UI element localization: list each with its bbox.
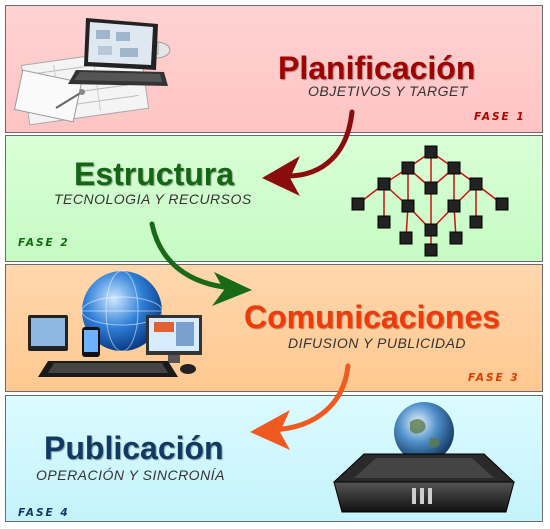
- laptop-blueprints-icon: [13, 18, 171, 126]
- phase-subtitle: TECNOLOGIA Y RECURSOS: [54, 191, 252, 207]
- phase-panel-4: Publicación OPERACIÓN Y SINCRONÍA FASE 4: [5, 395, 543, 522]
- phase-label: FASE 1: [474, 111, 526, 123]
- phase-panel-3: Comunicaciones DIFUSION Y PUBLICIDAD FAS…: [5, 264, 543, 392]
- phase-title: Comunicaciones: [244, 299, 501, 335]
- phase-title: Estructura: [74, 156, 235, 192]
- network-cubes-icon: [351, 145, 509, 257]
- phase-label: FASE 3: [468, 372, 520, 384]
- phase-subtitle: OPERACIÓN Y SINCRONÍA: [36, 467, 225, 483]
- phase-subtitle: DIFUSION Y PUBLICIDAD: [288, 335, 467, 351]
- phase-title: Publicación: [44, 430, 224, 466]
- phase-subtitle: OBJETIVOS Y TARGET: [308, 83, 468, 99]
- globe-devices-icon: [28, 270, 202, 377]
- phase-panel-1: Planificación OBJETIVOS Y TARGET FASE 1: [5, 5, 543, 133]
- server-globe-icon: [332, 402, 516, 513]
- phase-title: Planificación: [278, 50, 476, 86]
- phase-panel-2: Estructura TECNOLOGIA Y RECURSOS FASE 2: [5, 135, 543, 262]
- phase-label: FASE 2: [18, 237, 70, 249]
- phase-label: FASE 4: [18, 507, 70, 519]
